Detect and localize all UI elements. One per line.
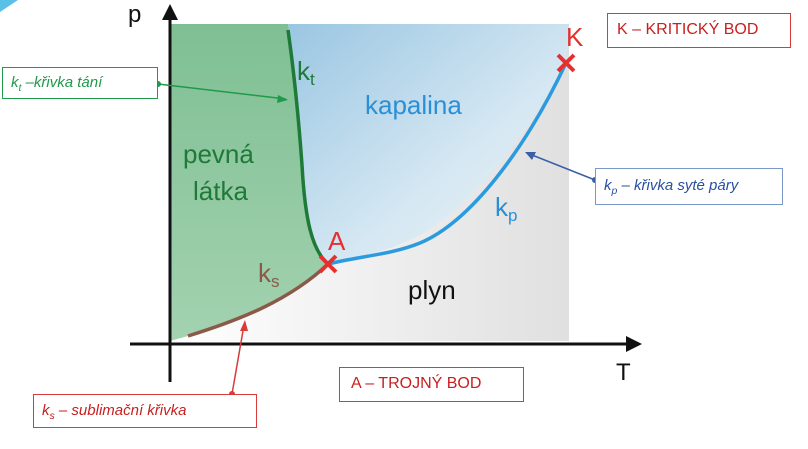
critical-point-box: K – KRITICKÝ BOD — [607, 13, 791, 48]
vapor-callout-text: – křivka syté páry — [617, 177, 739, 194]
sublimation-curve-label: ks — [258, 258, 280, 291]
vapor-curve-callout: kp – křivka syté páry — [595, 168, 783, 205]
vapor-callout-symbol: kp — [604, 177, 618, 197]
vapor-callout-connector — [526, 152, 596, 181]
solid-label-line2: látka — [193, 176, 248, 206]
gas-label: plyn — [408, 275, 456, 305]
critical-point-box-text: K – KRITICKÝ BOD — [617, 21, 759, 38]
melting-curve-callout: kt –křivka tání — [2, 67, 158, 99]
sublimation-curve — [187, 262, 330, 338]
melting-callout-symbol: kt — [11, 74, 22, 94]
vapor-curve-label: kp — [495, 192, 517, 225]
vapor-curve — [327, 62, 568, 266]
triple-point-box-text: A – TROJNÝ BOD — [351, 375, 482, 392]
vapor-connector-arrow-icon — [525, 152, 536, 160]
corner-accent — [0, 0, 18, 12]
y-axis-label: p — [128, 1, 141, 28]
triple-point-marker-icon — [318, 254, 338, 274]
melting-curve-label: kt — [297, 56, 315, 89]
melting-callout-text: –křivka tání — [21, 74, 103, 91]
critical-point-label: K — [566, 22, 584, 52]
liquid-label: kapalina — [365, 90, 462, 120]
melting-connector-arrow-icon — [277, 95, 288, 103]
triple-point-box: A – TROJNÝ BOD — [339, 367, 524, 402]
melting-callout-connector — [157, 83, 287, 100]
solid-label-line1: pevná — [183, 139, 254, 169]
sublimation-callout-symbol: ks — [42, 402, 55, 422]
y-axis-arrow-icon — [162, 4, 178, 20]
triple-point-label: A — [328, 226, 346, 256]
sublimation-curve-callout: ks – sublimační křivka — [33, 394, 257, 428]
melting-curve — [286, 29, 330, 266]
x-axis-arrow-icon — [626, 336, 642, 352]
sublimation-connector-arrow-icon — [240, 320, 248, 331]
x-axis-label: T — [616, 359, 631, 386]
sublimation-callout-text: – sublimační křivka — [54, 402, 187, 419]
sublimation-callout-connector — [231, 324, 245, 395]
solid-region — [170, 24, 328, 341]
critical-point-marker-icon — [556, 53, 576, 73]
liquid-region — [288, 24, 569, 264]
